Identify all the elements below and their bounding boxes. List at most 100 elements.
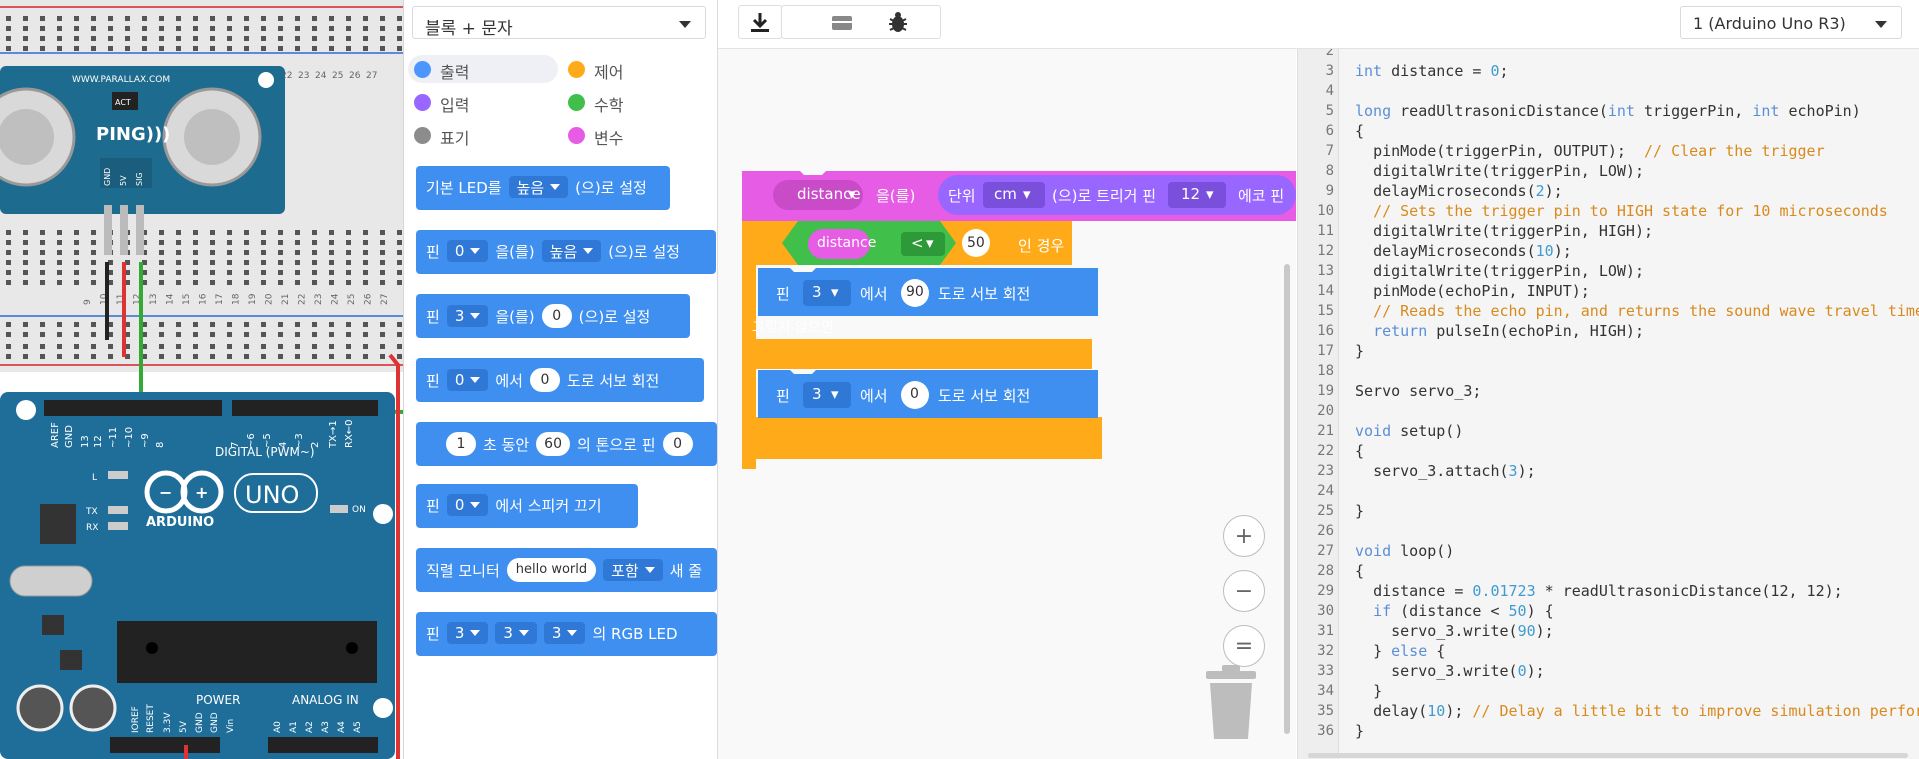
dropdown-arrow-icon [644, 567, 655, 573]
code-scrollbar[interactable] [1308, 753, 1908, 758]
sensor-name: PING))) [96, 124, 170, 145]
category-label: 제어 [594, 63, 624, 82]
bb-col: 16 [199, 293, 209, 305]
bb-col: 19 [248, 293, 258, 305]
zoom-reset-icon: = [1234, 633, 1254, 659]
pin-dropdown[interactable]: 3 [812, 283, 822, 301]
block-number-input[interactable]: 0 [541, 304, 572, 328]
block-text-input[interactable]: hello world [506, 558, 597, 582]
blocks-workspace[interactable]: distance ▾ 을(를) 단위 cm ▾ (으)로 트리거 핀 12 ▾ … [718, 49, 1296, 759]
analog-pin-label: A4 [337, 721, 347, 733]
condition-value[interactable]: 50 [967, 235, 985, 251]
code-token: { [1355, 122, 1365, 140]
trigger-pin-dropdown[interactable]: 12 [1181, 185, 1201, 203]
bug-icon [889, 12, 907, 32]
analog-label: ANALOG IN [292, 693, 359, 707]
dropdown-arrow-icon [470, 313, 481, 319]
code-line: delay(10); // Delay a little bit to impr… [1355, 701, 1919, 721]
line-number: 13 [1317, 263, 1334, 279]
zoom-reset-button[interactable]: = [1223, 625, 1265, 667]
block-set-pin-analog[interactable]: 핀 3 을(를) 0 (으)로 설정 [416, 294, 690, 338]
bb-col: 24 [331, 293, 341, 305]
line-number: 28 [1317, 563, 1334, 579]
sensor-brand: WWW.PARALLAX.COM [72, 75, 170, 85]
block-dropdown[interactable]: 0 [446, 494, 489, 516]
bb-col: 11 [116, 294, 126, 305]
block-speaker-off[interactable]: 핀 0 에서 스피커 끄기 [416, 484, 638, 528]
code-mode-select[interactable]: 블록 + 문자 [412, 6, 706, 39]
code-token [1355, 302, 1373, 320]
if-else-block[interactable] [742, 221, 1102, 469]
category-notation[interactable]: 표기 [408, 121, 558, 149]
code-token: else [1391, 642, 1428, 660]
block-text: 의 RGB LED [592, 624, 678, 643]
block-dropdown[interactable]: 3 [446, 622, 489, 644]
set-variable-block[interactable] [742, 171, 1296, 221]
download-code-button[interactable] [738, 5, 782, 39]
code-token: if [1373, 602, 1392, 620]
block-dropdown[interactable]: 3 [495, 622, 537, 644]
library-button[interactable] [824, 10, 860, 36]
block-dropdown[interactable]: 높음 [541, 240, 602, 262]
code-token: 2 [1535, 182, 1545, 200]
block-set-builtin-led[interactable]: 기본 LED를 높음 (으)로 설정 [416, 166, 670, 210]
category-output[interactable]: 출력 [408, 55, 558, 83]
debugger-button[interactable] [880, 10, 916, 36]
category-input[interactable]: 입력 [408, 88, 558, 116]
dropdown-arrow-icon: ▾ [926, 234, 934, 252]
block-number-input[interactable]: 60 [536, 432, 570, 456]
block-dropdown[interactable]: 포함 [603, 559, 663, 581]
servo-block-2[interactable] [758, 370, 1098, 418]
else-label: 그렇지 않으면 [752, 320, 834, 336]
operator-dropdown[interactable]: < [911, 234, 924, 252]
block-serial-monitor[interactable]: 직렬 모니터 hello world 포함 새 줄 [416, 548, 717, 592]
block-number-input[interactable]: 1 [446, 432, 476, 456]
angle-input[interactable]: 0 [910, 386, 919, 402]
block-rgb-led[interactable]: 핀 3 3 3 의 RGB LED [416, 612, 717, 656]
category-label: 출력 [440, 63, 470, 82]
board-model: UNO [245, 481, 299, 509]
code-line: int distance = 0; [1355, 61, 1509, 81]
board-select[interactable]: 1 (Arduino Uno R3) [1680, 6, 1902, 39]
block-dropdown[interactable]: 높음 [508, 176, 569, 198]
unit-dropdown[interactable]: cm [994, 185, 1017, 203]
var-name[interactable]: distance [797, 185, 861, 203]
block-dropdown[interactable]: 3 [446, 305, 489, 327]
condition-var[interactable]: distance [817, 235, 877, 251]
block-text: 에서 [860, 285, 888, 303]
angle-input[interactable]: 90 [906, 284, 924, 300]
workspace-scrollbar[interactable] [1284, 264, 1290, 734]
block-rotate-servo[interactable]: 핀 0 에서 0 도로 서보 회전 [416, 358, 704, 402]
servo-block-1[interactable] [758, 268, 1098, 316]
pin-dropdown[interactable]: 3 [812, 385, 822, 403]
code-token [1355, 322, 1373, 340]
block-set-pin[interactable]: 핀 0 을(를) 높음 (으)로 설정 [416, 230, 716, 274]
block-dropdown[interactable]: 0 [446, 240, 489, 262]
code-line: digitalWrite(triggerPin, LOW); [1355, 161, 1644, 181]
category-math[interactable]: 수학 [562, 88, 702, 116]
digital-pin-label: TX→1 [328, 420, 339, 449]
code-token [1355, 242, 1373, 260]
zoom-out-button[interactable]: − [1223, 570, 1265, 612]
bb-col: 13 [149, 294, 159, 305]
block-text: 새 줄 [669, 561, 703, 580]
block-dropdown[interactable]: 3 [543, 622, 586, 644]
block-dropdown[interactable]: 0 [446, 369, 489, 391]
code-token: 0 [1517, 662, 1527, 680]
zoom-in-button[interactable]: + [1223, 515, 1265, 557]
block-number-input[interactable]: 0 [529, 368, 560, 392]
ping-sensor[interactable]: WWW.PARALLAX.COM ACT PING))) GND 5V SIG [0, 66, 285, 255]
block-play-tone[interactable]: 1 초 동안 60 의 톤으로 핀 0 [416, 422, 717, 466]
category-variables[interactable]: 변수 [562, 121, 702, 149]
trash-icon[interactable] [1202, 665, 1260, 741]
code-line: pinMode(echoPin, INPUT); [1355, 281, 1590, 301]
code-token: ); [1553, 242, 1572, 260]
category-control[interactable]: 제어 [562, 55, 702, 83]
code-token: distance = [1382, 62, 1491, 80]
line-number: 20 [1317, 403, 1334, 419]
zoom-out-icon: − [1234, 578, 1254, 604]
block-number-input[interactable]: 0 [662, 432, 693, 456]
